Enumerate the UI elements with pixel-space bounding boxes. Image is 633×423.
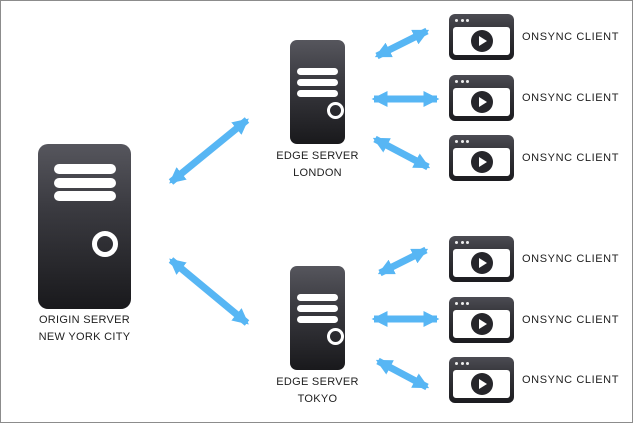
edge-server-tokyo-name: EDGE SERVER [276, 376, 359, 388]
arrow-tokyo-client-4 [377, 246, 429, 277]
origin-server-label: ORIGIN SERVER NEW YORK CITY [24, 312, 145, 346]
play-button-icon [470, 252, 493, 274]
client-label: ONSYNC CLIENT [522, 253, 620, 265]
client-label: ONSYNC CLIENT [522, 92, 620, 104]
server-slot-icon [297, 90, 338, 97]
server-tower-icon [38, 144, 131, 309]
power-button-icon [92, 231, 118, 257]
arrow-tokyo-client-6 [375, 357, 430, 391]
server-slot-icon [297, 316, 338, 323]
origin-server-name: ORIGIN SERVER [38, 314, 131, 326]
video-screen [453, 27, 510, 55]
video-screen [453, 148, 510, 176]
edge-server-london-name: EDGE SERVER [276, 150, 359, 162]
arrow-london-client-1 [374, 27, 430, 60]
arrow-london-client-3 [372, 135, 431, 171]
client-3: ONSYNC CLIENT [449, 135, 632, 181]
window-buttons-icon [455, 19, 469, 22]
video-player-window-icon [449, 135, 514, 181]
video-screen [453, 370, 510, 398]
video-player-window-icon [449, 75, 514, 121]
play-button-icon [470, 91, 493, 113]
window-buttons-icon [455, 362, 469, 365]
client-4: ONSYNC CLIENT [449, 236, 632, 282]
play-button-icon [470, 373, 493, 395]
client-label: ONSYNC CLIENT [522, 152, 620, 164]
server-tower-icon [290, 266, 345, 370]
server-slot-icon [297, 294, 338, 301]
client-1: ONSYNC CLIENT [449, 14, 632, 60]
edge-server-london: EDGE SERVER LONDON [260, 40, 375, 190]
server-slot-icon [54, 177, 116, 188]
server-slot-icon [297, 68, 338, 75]
edge-server-tokyo-label: EDGE SERVER TOKYO [260, 374, 375, 408]
play-button-icon [470, 151, 493, 173]
edge-server-london-label: EDGE SERVER LONDON [260, 148, 375, 182]
video-player-window-icon [449, 357, 514, 403]
video-screen [453, 310, 510, 338]
client-label: ONSYNC CLIENT [522, 31, 620, 43]
server-slot-icon [54, 164, 116, 174]
edge-server-tokyo-location: TOKYO [297, 393, 338, 405]
server-slot-icon [54, 191, 116, 201]
client-2: ONSYNC CLIENT [449, 75, 632, 121]
power-button-icon [327, 328, 344, 345]
server-tower-icon [290, 40, 345, 144]
video-player-window-icon [449, 297, 514, 343]
edge-server-london-location: LONDON [293, 167, 342, 179]
server-slot-icon [297, 305, 338, 312]
arrow-origin-tokyo [168, 257, 250, 326]
power-button-icon [327, 102, 344, 119]
window-buttons-icon [455, 140, 469, 143]
edge-server-tokyo: EDGE SERVER TOKYO [260, 266, 375, 416]
arrow-origin-london [168, 117, 250, 185]
client-6: ONSYNC CLIENT [449, 357, 632, 403]
server-slot-icon [297, 79, 338, 86]
video-screen [453, 249, 510, 277]
video-screen [453, 88, 510, 116]
window-buttons-icon [455, 80, 469, 83]
play-button-icon [470, 30, 493, 52]
client-label: ONSYNC CLIENT [522, 374, 620, 386]
play-button-icon [470, 313, 493, 335]
client-5: ONSYNC CLIENT [449, 297, 632, 343]
origin-server-location: NEW YORK CITY [38, 331, 131, 343]
client-label: ONSYNC CLIENT [522, 314, 620, 326]
video-player-window-icon [449, 14, 514, 60]
window-buttons-icon [455, 241, 469, 244]
origin-server: ORIGIN SERVER NEW YORK CITY [24, 144, 145, 354]
window-buttons-icon [455, 302, 469, 305]
video-player-window-icon [449, 236, 514, 282]
